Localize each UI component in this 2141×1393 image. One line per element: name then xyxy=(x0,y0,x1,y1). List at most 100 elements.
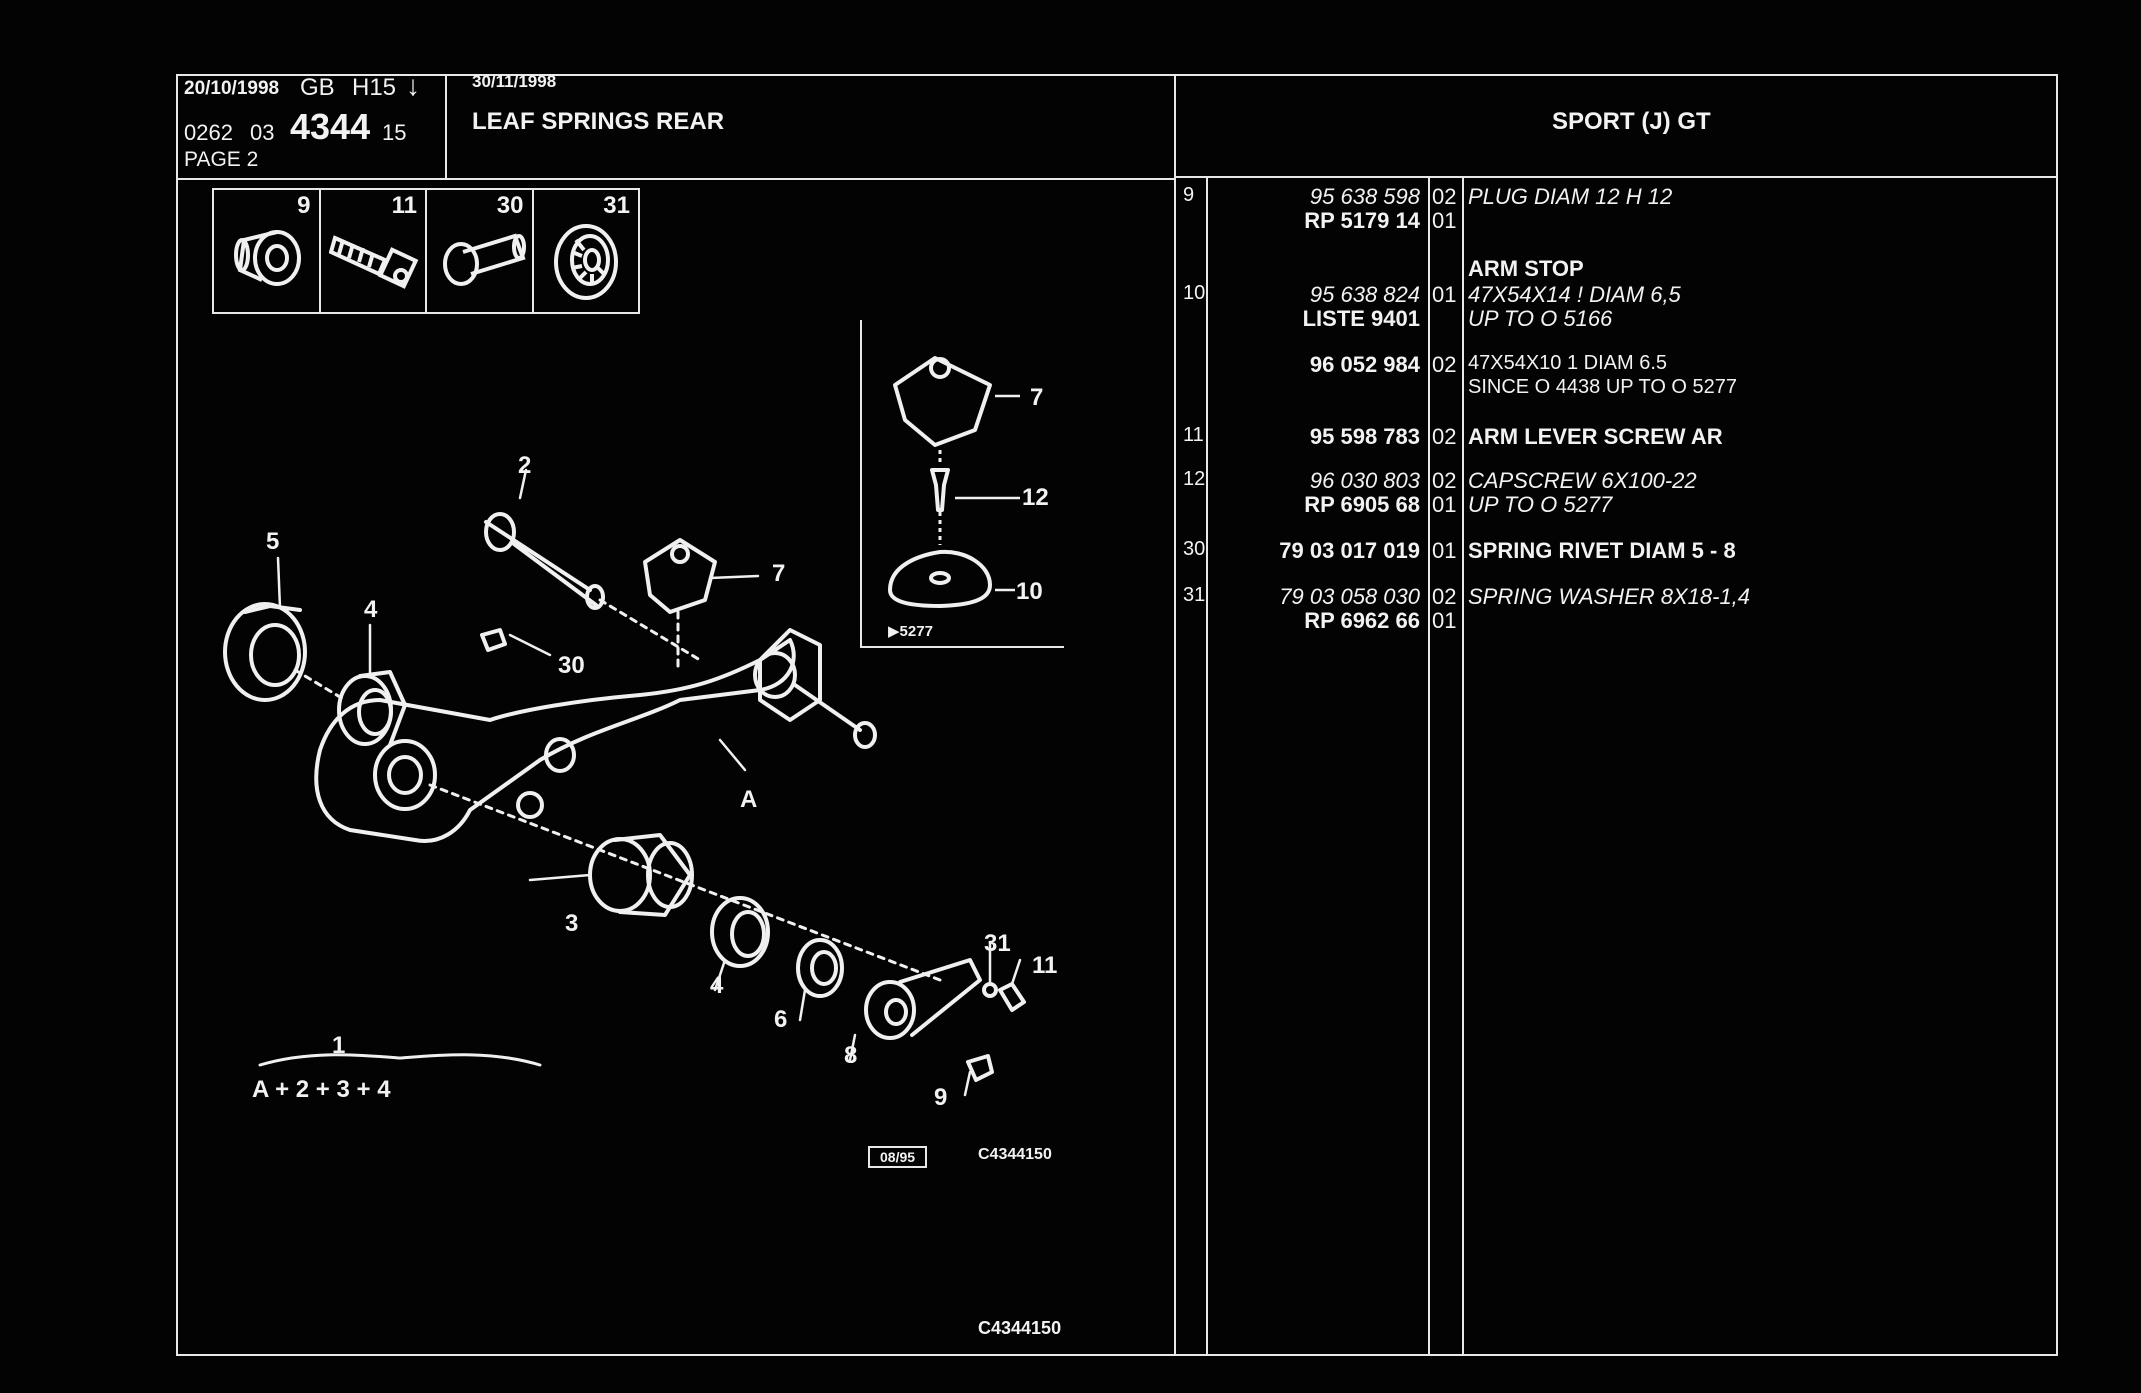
header-lang: GB xyxy=(300,74,335,101)
screw-icon xyxy=(328,235,418,289)
part-desc: SPRING RIVET DIAM 5 - 8 xyxy=(1468,538,1736,563)
part-desc: PLUG DIAM 12 H 12 xyxy=(1468,184,1673,209)
thumbnail-30: 30 xyxy=(427,190,534,312)
part-ref: 95 638 598 xyxy=(1309,184,1420,209)
assembly-formula: A + 2 + 3 + 4 xyxy=(252,1076,391,1103)
part-ref: 95 598 783 xyxy=(1309,424,1420,449)
callout-3: 3 xyxy=(565,910,579,937)
washer-6 xyxy=(796,938,844,998)
plug-icon xyxy=(234,230,301,286)
parts-col-item xyxy=(1206,178,1208,1356)
callout-12: 12 xyxy=(1022,484,1049,511)
callout-6: 6 xyxy=(774,1006,788,1033)
part-qty: 01 xyxy=(1432,282,1457,307)
callout-30: 30 xyxy=(558,652,585,679)
arm-stop-7 xyxy=(643,538,717,614)
rivet-icon xyxy=(443,233,526,286)
part-qty: 01 xyxy=(1432,538,1457,563)
inset-bottom-border xyxy=(860,646,1064,648)
washer-icon xyxy=(553,224,618,300)
callout-4b: 4 xyxy=(710,972,724,999)
header-page: PAGE 2 xyxy=(184,148,259,171)
callout-4: 4 xyxy=(364,596,378,623)
header-divider-left xyxy=(176,178,1174,180)
header-code: H15 xyxy=(352,74,397,101)
header-date1: 20/10/1998 xyxy=(184,78,280,99)
part-ref: 79 03 017 019 xyxy=(1279,538,1420,563)
callout-2: 2 xyxy=(518,452,532,479)
header-ref-a: 0262 xyxy=(184,120,233,145)
part-desc: SPRING WASHER 8X18-1,4 xyxy=(1468,584,1751,609)
part-item: 9 xyxy=(1183,184,1195,206)
main-split xyxy=(1174,74,1176,1356)
part-desc: UP TO O 5166 xyxy=(1468,306,1613,331)
part-ref: 79 03 058 030 xyxy=(1279,584,1420,609)
part-ref: RP 6905 68 xyxy=(1304,492,1420,517)
part-item: 12 xyxy=(1183,468,1206,490)
callout-a: A xyxy=(740,786,758,813)
inset-screw-12 xyxy=(930,468,950,512)
thumbnail-strip: 9 11 30 31 xyxy=(212,188,640,314)
part-desc: UP TO O 5277 xyxy=(1468,492,1613,517)
header-ref-c: 15 xyxy=(382,120,407,145)
thumbnail-31: 31 xyxy=(534,190,639,312)
part-desc: CAPSCREW 6X100-22 xyxy=(1468,468,1697,493)
bush-4-left xyxy=(337,670,407,747)
part-item: 11 xyxy=(1183,424,1204,446)
bush-4-right xyxy=(710,896,770,968)
callout-7b: 7 xyxy=(1030,384,1044,411)
ref-code-1: C4344150 xyxy=(978,1146,1052,1163)
callout-10: 10 xyxy=(1016,578,1043,605)
washer-31 xyxy=(982,982,998,998)
thumbnail-9: 9 xyxy=(214,190,321,312)
header-date2: 30/11/1998 xyxy=(472,72,557,91)
bush-5 xyxy=(223,602,307,702)
part-desc: SINCE O 4438 UP TO O 5277 xyxy=(1468,376,1738,398)
date-box: 08/95 xyxy=(868,1146,928,1168)
parts-col-ref xyxy=(1428,178,1430,1356)
header-ref-b: 03 xyxy=(250,120,275,145)
part-ref: 95 638 824 xyxy=(1309,282,1420,307)
inset-left-border xyxy=(860,320,862,648)
exploded-parts-diagram xyxy=(223,468,1026,1097)
header-arrow: ↓ xyxy=(406,70,420,101)
lever-8 xyxy=(864,958,982,1040)
page-title: LEAF SPRINGS REAR xyxy=(472,108,725,135)
callout-7: 7 xyxy=(772,560,786,587)
part-qty: 01 xyxy=(1432,208,1457,233)
part-desc: ARM LEVER SCREW AR xyxy=(1468,424,1723,449)
part-qty: 02 xyxy=(1432,352,1457,377)
part-ref: RP 5179 14 xyxy=(1304,208,1420,233)
model-title: SPORT (J) GT xyxy=(1552,108,1711,135)
document-frame xyxy=(176,74,2058,1356)
callout-9: 9 xyxy=(934,1084,948,1111)
part-qty: 02 xyxy=(1432,468,1457,493)
part-desc: 47X54X14 ! DIAM 6,5 xyxy=(1468,282,1681,307)
plug-9 xyxy=(966,1054,994,1082)
part-desc: 47X54X10 1 DIAM 6.5 xyxy=(1468,352,1668,374)
part-qty: 02 xyxy=(1432,184,1457,209)
trailing-arm-a xyxy=(314,628,877,843)
callout-11: 11 xyxy=(1032,952,1058,979)
callout-8: 8 xyxy=(844,1042,858,1069)
bush-3 xyxy=(588,833,694,917)
part-ref: RP 6962 66 xyxy=(1304,608,1420,633)
part-item: 10 xyxy=(1183,282,1206,304)
screw-11 xyxy=(998,982,1026,1012)
callout-5: 5 xyxy=(266,528,280,555)
formula-brace xyxy=(258,1053,542,1067)
part-qty: 01 xyxy=(1432,492,1457,517)
parts-col-qty xyxy=(1462,178,1464,1356)
inset-plate-10 xyxy=(888,549,992,608)
part-ref: 96 052 984 xyxy=(1309,352,1420,377)
part-item: 30 xyxy=(1183,538,1206,560)
part-desc: ARM STOP xyxy=(1468,256,1584,281)
pin-2 xyxy=(484,512,605,610)
header-split-1 xyxy=(445,74,447,180)
callout-1: 1 xyxy=(332,1032,346,1059)
part-qty: 02 xyxy=(1432,584,1457,609)
ref-code-2: C4344150 xyxy=(978,1318,1062,1338)
part-item: 31 xyxy=(1183,584,1206,606)
inset-arm-stop-7 xyxy=(893,356,992,447)
header-divider-right xyxy=(1176,176,2058,178)
